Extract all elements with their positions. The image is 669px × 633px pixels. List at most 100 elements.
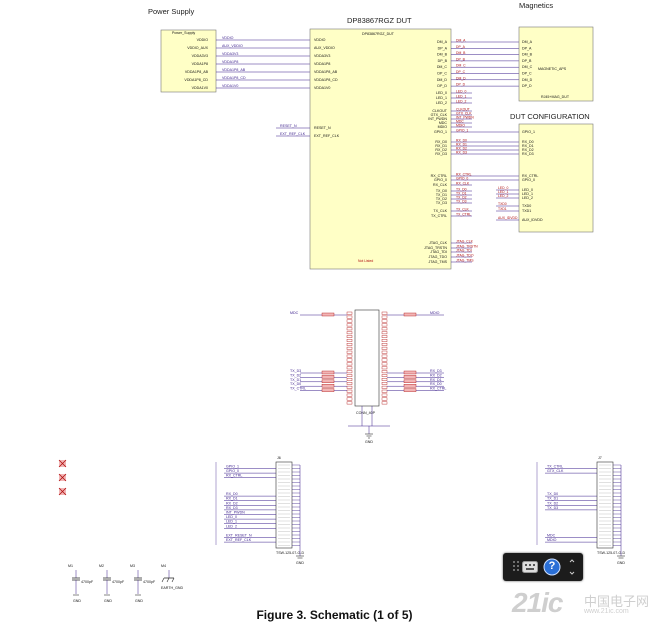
dut-right-net-label: DM_B bbox=[456, 51, 466, 55]
cap-value: 4700pF bbox=[112, 580, 125, 584]
dut-right-net-label: JTAG_TRSTN bbox=[456, 245, 478, 249]
header-net-label: EXT_RESET_N bbox=[226, 534, 252, 538]
mid-left-pin-marker bbox=[346, 362, 353, 366]
dut-right-net-label: MDC bbox=[456, 120, 464, 124]
header-net-label: LED_0 bbox=[226, 515, 237, 519]
mid-left-resistor bbox=[321, 388, 335, 392]
header-gnd-label: GND bbox=[296, 561, 304, 565]
left-connector-part: TSW-125-07-G-D bbox=[276, 551, 304, 555]
dut-right-net-label: TX_CLK bbox=[456, 208, 470, 212]
dut-left-net-label: RESET_N bbox=[280, 124, 297, 128]
earth-label: EARTH_GND bbox=[161, 586, 184, 590]
dut-right-net-label: JTAG_TDI bbox=[456, 249, 472, 253]
dut-right-net-label: RX_D1 bbox=[456, 143, 467, 147]
dut-right-pin-label: GPIO_0 bbox=[434, 178, 447, 182]
mid-right-pin-marker bbox=[381, 354, 388, 358]
dut-config-pin-label: RX_D0 bbox=[522, 140, 534, 144]
dut-right-pin-label: TX_CLK bbox=[433, 209, 447, 213]
mid-left-pin-marker bbox=[346, 346, 353, 350]
header-net-label: LED_1 bbox=[226, 520, 237, 524]
dut-right-net-label: JTAG_CLK bbox=[456, 240, 474, 244]
help-button-label: ? bbox=[548, 560, 556, 572]
header-net-label: RX_D2 bbox=[226, 501, 238, 505]
header-gnd-label: GND bbox=[617, 561, 625, 565]
dut-right-net-label: JTAG_TMS bbox=[456, 259, 474, 263]
dut-config-net-label: LED_1 bbox=[498, 190, 508, 194]
dut-footer: Not Listed bbox=[358, 259, 373, 263]
mid-left-pin-marker bbox=[346, 385, 353, 389]
mid-right-pin-marker bbox=[381, 366, 388, 370]
magnetics-block-name: RJ45+MAG_DUT bbox=[541, 95, 570, 99]
dut-right-net-label: JTAG_TDO bbox=[456, 254, 474, 258]
magnetics-block bbox=[518, 26, 594, 102]
dut-left-pin-label: VDDA1V0 bbox=[314, 86, 330, 90]
header-net-label: LED_2 bbox=[226, 524, 237, 528]
dut-right-pin-label: RX_D2 bbox=[435, 148, 447, 152]
mid-left-pin-marker bbox=[346, 335, 353, 338]
header-net-label: GPIO_0 bbox=[226, 469, 239, 473]
dut-config-pin-label: LED_2 bbox=[522, 196, 533, 200]
header-net-label: RX_D1 bbox=[226, 497, 238, 501]
keyboard-button[interactable] bbox=[521, 558, 539, 576]
magnetics-extra: MAGNETIC_APS bbox=[538, 67, 567, 71]
mid-right-net-label: RX_D2 bbox=[430, 373, 442, 377]
dut-right-net-label: RX_D3 bbox=[456, 151, 467, 155]
header-net-label: MDC bbox=[547, 534, 556, 538]
mid-connector-pins: MDCTX_D3TX_D2TX_D1TX_D0TX_CTRLMDIORX_D3R… bbox=[290, 311, 446, 405]
dut-config-block bbox=[518, 123, 594, 233]
header-net-label: RX_D0 bbox=[226, 492, 238, 496]
header-net-label: TX_D0 bbox=[547, 492, 558, 496]
dut-left-pin-label: VDDA1P8_CD bbox=[314, 78, 338, 82]
header-net-label: INT_PWDN bbox=[226, 511, 245, 515]
dut-right-net-label: DP_A bbox=[456, 45, 466, 49]
mid-left-resistor bbox=[321, 375, 335, 379]
dut-title: DP83867RGZ DUT bbox=[347, 16, 412, 25]
magnetics-pin-label: DM_B bbox=[522, 53, 533, 57]
toolbar-menu-button[interactable] bbox=[565, 558, 579, 576]
dut-right-net-label: TX_D3 bbox=[456, 200, 467, 204]
mid-left-pin-marker bbox=[346, 389, 353, 393]
mid-gnd-label: GND bbox=[365, 440, 373, 444]
mid-right-pin-marker bbox=[381, 397, 388, 401]
header-net-label: MDIO bbox=[547, 538, 557, 542]
mid-left-pin-marker bbox=[346, 374, 353, 377]
dut-config-pins: GPIO_1RX_D0RX_D1RX_D2RX_D3RX_CTRLGPIO_0L… bbox=[496, 130, 543, 222]
cap-value: 4700pF bbox=[143, 580, 156, 584]
floating-toolbar: ? bbox=[503, 553, 583, 581]
mid-right-pin-marker bbox=[381, 385, 388, 389]
mid-left-pin-marker bbox=[346, 323, 353, 327]
dut-right-pin-label: DM_C bbox=[437, 65, 448, 69]
dut-config-pin-label: LED_0 bbox=[522, 188, 533, 192]
dut-right-pin-label: MDC bbox=[439, 121, 448, 125]
mid-right-pin-marker bbox=[381, 331, 388, 335]
power-supply-pin-label: VDDA1P8_CD bbox=[184, 78, 208, 82]
mid-left-net-label: MDC bbox=[290, 311, 299, 315]
dut-right-pin-label: GPIO_1 bbox=[434, 130, 447, 134]
dut-left-pin-label: RESET_N bbox=[314, 126, 331, 130]
header-net-label: EXT_REF_CLK bbox=[226, 538, 252, 542]
mounting-ref: M4 bbox=[161, 564, 166, 568]
dut-left-net-label: VDDA1P8_CD bbox=[222, 76, 246, 80]
mid-left-resistor bbox=[321, 384, 335, 388]
mid-left-resistor bbox=[321, 312, 335, 317]
mid-left-pin-marker bbox=[346, 370, 353, 374]
dut-right-pin-label: RX_D3 bbox=[435, 152, 447, 156]
dut-left-pin-label: AUX_VDDIO bbox=[314, 46, 335, 50]
mid-right-pin-marker bbox=[381, 315, 388, 319]
dut-right-pin-label: TX_D3 bbox=[436, 201, 447, 205]
dut-right-pin-label: JTAG_TDO bbox=[428, 255, 447, 259]
mid-right-pin-marker bbox=[381, 401, 388, 405]
dut-right-pin-label: MDIO bbox=[438, 125, 448, 129]
dut-right-net-label: RX_CTRL bbox=[456, 173, 472, 177]
mid-left-pin-marker bbox=[346, 397, 353, 401]
dut-right-net-label: TX_D0 bbox=[456, 188, 467, 192]
mid-left-net-label: TX_D1 bbox=[290, 378, 301, 382]
header-net-label: GTX_CLK bbox=[547, 469, 564, 473]
dut-config-net-label: LED_0 bbox=[498, 186, 508, 190]
help-button[interactable]: ? bbox=[543, 558, 561, 576]
grip-icon[interactable] bbox=[507, 558, 525, 576]
mid-right-pin-marker bbox=[381, 335, 388, 338]
dut-right-pin-label: CLKOUT bbox=[432, 109, 447, 113]
mid-left-pin-marker bbox=[346, 393, 353, 397]
power-supply-pin-label: VDDA3V3 bbox=[192, 54, 208, 58]
